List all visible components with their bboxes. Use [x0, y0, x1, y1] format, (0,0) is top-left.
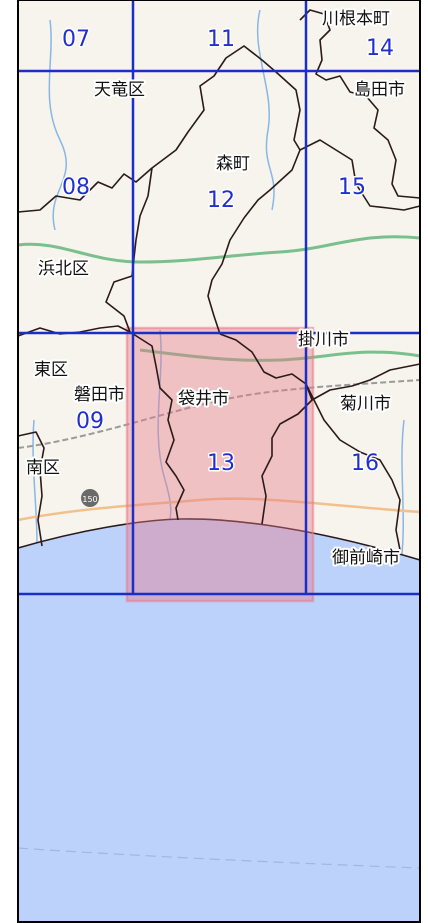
label-kawanehon: 川根本町	[322, 9, 390, 29]
label-kikugawa: 菊川市	[340, 394, 391, 414]
grid-number-labels: 07 08 09 11 12 13 14 15 16	[61, 26, 396, 478]
route-shield-150: 150	[81, 489, 99, 507]
label-hamakita: 浜北区	[38, 259, 89, 279]
label-shimada: 島田市	[354, 80, 405, 100]
label-omaezaki: 御前崎市	[332, 548, 400, 568]
route-shield-number: 150	[82, 495, 97, 504]
index-grid	[18, 0, 420, 596]
grid-cell-07[interactable]: 07	[61, 26, 92, 54]
sea-route-line	[17, 847, 421, 869]
coastline	[17, 518, 421, 561]
grid-cell-09[interactable]: 09	[75, 408, 106, 436]
label-higashi: 東区	[34, 360, 68, 380]
grid-cell-15[interactable]: 15	[337, 174, 368, 202]
sea-area	[18, 518, 420, 923]
map-frame-border	[17, 0, 421, 923]
grid-cell-14[interactable]: 14	[365, 35, 396, 63]
label-iwata: 磐田市	[74, 385, 125, 405]
label-tenryu: 天竜区	[94, 80, 145, 100]
expressway-line-south	[139, 348, 421, 362]
national-road-line	[17, 497, 421, 522]
grid-cell-11[interactable]: 11	[206, 26, 237, 54]
grid-cell-13[interactable]: 13	[206, 450, 237, 478]
municipality-labels: 川根本町 天竜区 島田市 森町 浜北区 掛川市 東区 磐田市 袋井市 菊川市 南…	[24, 7, 407, 570]
expressway-line	[17, 235, 421, 264]
label-minami: 南区	[26, 458, 60, 478]
label-kakegawa: 掛川市	[298, 330, 349, 350]
road-lines	[17, 235, 421, 522]
grid-cell-16[interactable]: 16	[350, 450, 381, 478]
grid-cell-08[interactable]: 08	[61, 174, 92, 202]
railway-line	[17, 379, 421, 449]
label-mori: 森町	[216, 154, 250, 174]
label-fukuroi: 袋井市	[178, 389, 229, 409]
grid-cell-12[interactable]: 12	[206, 187, 237, 215]
